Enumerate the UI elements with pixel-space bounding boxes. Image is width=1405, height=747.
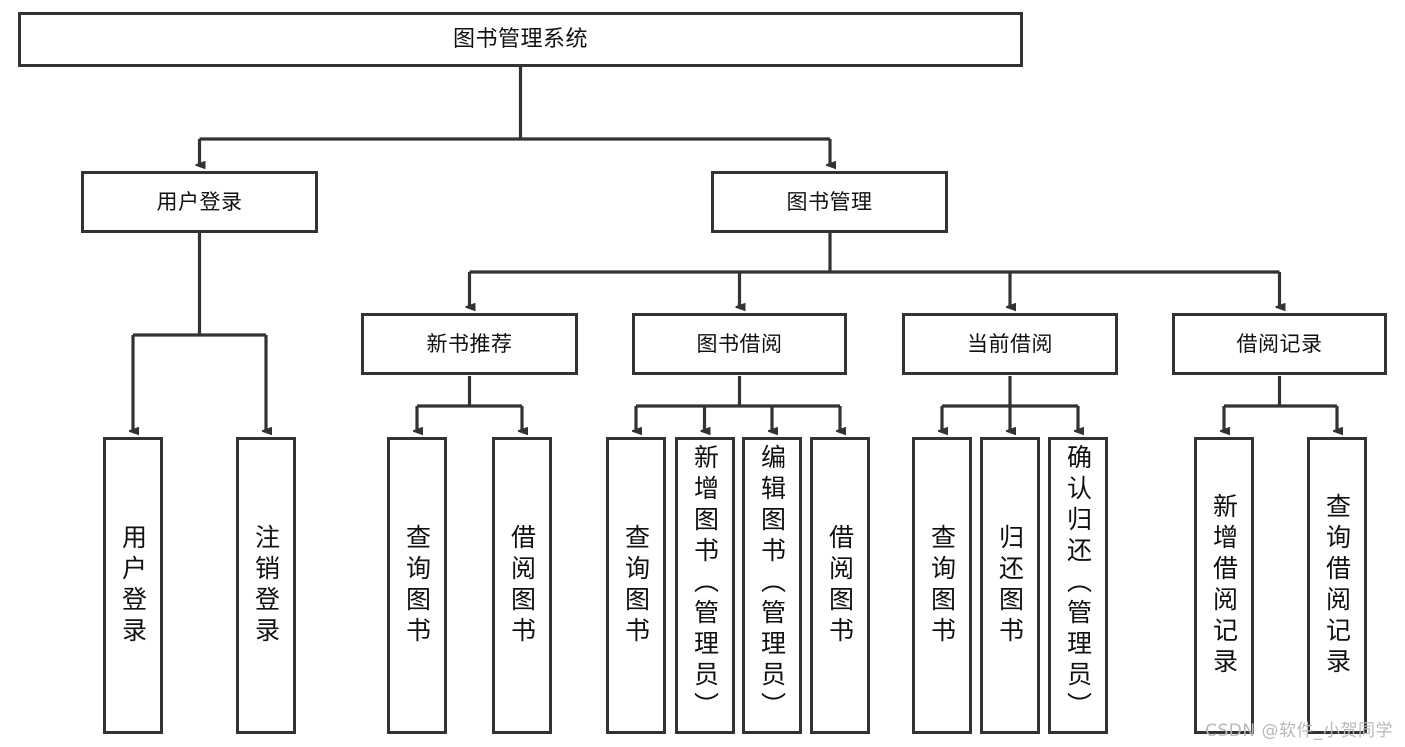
node-label: 用户登录	[156, 189, 243, 214]
node-label: 图书管理系统	[452, 26, 588, 52]
node-label: 查询图书	[621, 523, 651, 648]
node-label: 图书管理	[786, 189, 873, 214]
node-label: 用户登录	[118, 523, 148, 648]
leaf-book-borrow-add-book-admin[interactable]: 新增图书（管理员）	[675, 437, 735, 734]
node-current-borrowing[interactable]: 当前借阅	[902, 313, 1118, 375]
node-label: 编辑图书（管理员）	[757, 444, 787, 723]
node-label: 查询借阅记录	[1322, 492, 1352, 679]
node-label: 查询图书	[402, 523, 432, 648]
node-label: 确认归还（管理员）	[1063, 444, 1093, 723]
node-label: 查询图书	[927, 523, 957, 648]
leaf-book-borrow-edit-book-admin[interactable]: 编辑图书（管理员）	[742, 437, 802, 734]
node-new-book-recommendation[interactable]: 新书推荐	[361, 313, 578, 375]
node-label: 新增借阅记录	[1209, 492, 1239, 679]
leaf-borrow-record-add-record[interactable]: 新增借阅记录	[1194, 437, 1254, 734]
node-label: 图书借阅	[696, 331, 783, 356]
node-book-borrowing[interactable]: 图书借阅	[632, 313, 847, 375]
leaf-borrow-record-query-record[interactable]: 查询借阅记录	[1307, 437, 1367, 734]
node-root-book-management-system[interactable]: 图书管理系统	[18, 12, 1023, 67]
csdn-watermark: CSDN @软件_小贺同学	[1205, 721, 1393, 741]
node-label: 新增图书（管理员）	[690, 444, 720, 723]
node-label: 借阅图书	[507, 523, 537, 648]
leaf-current-borrow-return-books[interactable]: 归还图书	[980, 437, 1040, 734]
node-user-login[interactable]: 用户登录	[81, 171, 318, 233]
node-book-management[interactable]: 图书管理	[711, 171, 948, 233]
node-label: 当前借阅	[967, 331, 1053, 356]
node-label: 注销登录	[251, 523, 281, 648]
node-label: 归还图书	[995, 523, 1025, 648]
node-label: 借阅图书	[825, 523, 855, 648]
leaf-new-book-borrow-books[interactable]: 借阅图书	[492, 437, 552, 734]
leaf-book-borrow-query-books[interactable]: 查询图书	[606, 437, 666, 734]
leaf-user-login-signin[interactable]: 用户登录	[103, 437, 163, 734]
leaf-new-book-query-books[interactable]: 查询图书	[387, 437, 447, 734]
node-label: 借阅记录	[1236, 331, 1323, 356]
leaf-user-login-signout[interactable]: 注销登录	[236, 437, 296, 734]
leaf-current-borrow-query-books[interactable]: 查询图书	[912, 437, 972, 734]
leaf-book-borrow-borrow-books[interactable]: 借阅图书	[810, 437, 870, 734]
node-label: 新书推荐	[426, 331, 513, 356]
node-borrowing-record[interactable]: 借阅记录	[1172, 313, 1387, 375]
leaf-current-borrow-confirm-return-admin[interactable]: 确认归还（管理员）	[1048, 437, 1108, 734]
